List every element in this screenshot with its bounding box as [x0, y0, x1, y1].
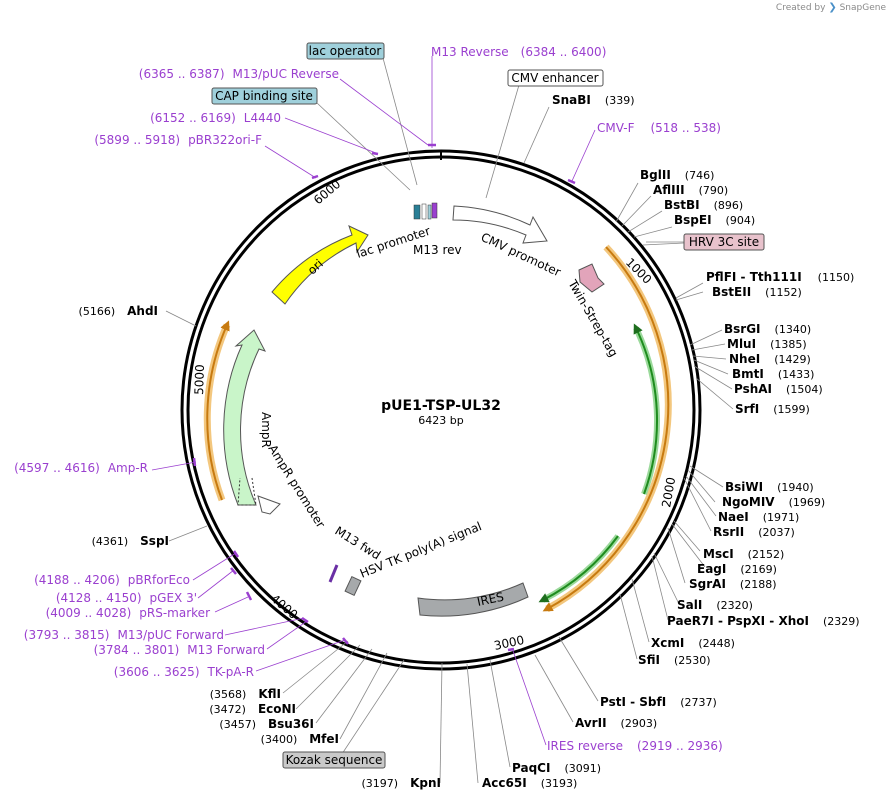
cap-binding-label: CAP binding site: [215, 89, 313, 103]
green-arc-bottom: [538, 535, 619, 603]
primer-marks: [192, 143, 576, 652]
primer-pgex-3: (4128 .. 4150)pGEX 3': [56, 591, 197, 605]
ampr-promoter-label: AmpR promoter: [265, 442, 327, 530]
enzyme-bspei: BspEI(904): [674, 213, 755, 227]
kozak-box: [282, 751, 386, 769]
hrv-3c-label: HRV 3C site: [689, 235, 759, 249]
enzyme-naei: NaeI(1971): [718, 510, 799, 524]
enzyme-kpni: (3197)KpnI: [362, 776, 441, 790]
lac-operator-label: lac operator: [309, 44, 382, 58]
primer-labels: M13 Reverse(6384 .. 6400) (6365 .. 6387)…: [14, 45, 723, 753]
primer-amp-r: (4597 .. 4616)Amp-R: [14, 461, 148, 475]
twin-strep-feature: [578, 263, 605, 293]
hsv-tk-polya-feature: [344, 575, 362, 597]
enzyme-aflii: AflIII(790): [653, 183, 728, 197]
enzyme-bsteii: BstEII(1152): [712, 285, 802, 299]
kozak-label: Kozak sequence: [286, 753, 383, 767]
enzyme-psti-sbfi: PstI - SbfI(2737): [600, 695, 717, 709]
enzyme-srfi: SrfI(1599): [735, 402, 810, 416]
m13-fwd-feature: [328, 564, 339, 583]
snapgene-watermark: Created by ❯ SnapGene: [776, 2, 886, 13]
enzyme-econi: (3472)EcoNI: [209, 702, 296, 716]
backbone-features: [203, 244, 672, 613]
ampr-feature: [223, 329, 267, 506]
primer-prs-marker: (4009 .. 4028)pRS-marker: [46, 606, 210, 620]
ires-label: IRES: [476, 590, 505, 609]
primer-m13-reverse: M13 Reverse(6384 .. 6400): [431, 45, 606, 59]
enzyme-avrii: AvrII(2903): [575, 716, 657, 730]
boxed-labels: lac operator CMV enhancer CAP binding si…: [211, 42, 765, 769]
primer-ires-reverse: IRES reverse(2919 .. 2936): [547, 739, 723, 753]
watermark-prefix: Created by: [775, 3, 826, 13]
cmv-promoter-label: CMV promoter: [479, 230, 563, 279]
ampr-promoter-arrow: [257, 495, 281, 515]
primer-tk-pa-r: (3606 .. 3625)TK-pA-R: [114, 665, 254, 679]
cap-binding-box: [211, 87, 318, 105]
enzyme-labels-left: (5166)AhdI (4361)SspI (3568)KflI (3472)E…: [79, 304, 441, 790]
tick-6000: 6000: [311, 177, 343, 207]
ampr-label: AmpR: [259, 412, 273, 448]
tick-3000: 3000: [493, 633, 526, 653]
enzyme-mfei: (3400)MfeI: [261, 732, 339, 746]
enzyme-bglii: BglII(746): [640, 168, 714, 182]
m13-rev-label: M13 rev: [413, 243, 462, 257]
ori-feature: [271, 225, 369, 305]
cmv-enhancer-box: [507, 69, 604, 87]
plasmid-size: 6423 bp: [418, 414, 463, 427]
green-arc-right: [633, 323, 658, 495]
primer-pbr322ori-f: (5899 .. 5918)pBR322ori-F: [94, 133, 262, 147]
plasmid-name: pUE1-TSP-UL32: [381, 398, 501, 414]
m13-fwd-label: M13 fwd: [332, 524, 383, 563]
primer-pbrforeco: (4188 .. 4206)pBRforEco: [34, 573, 190, 587]
primer-m13-puc-forward: (3793 .. 3815)M13/pUC Forward: [24, 628, 224, 642]
enzyme-labels-right: SnaBI(339) BglII(746) AflIII(790) BstBI(…: [482, 93, 860, 790]
cmv-promoter-feature: [452, 205, 548, 244]
hrv-3c-box: [683, 233, 765, 251]
enzyme-bmti: BmtI(1433): [732, 367, 814, 381]
tick-5000: 5000: [192, 364, 207, 395]
cmv-enhancer-label: CMV enhancer: [511, 71, 598, 85]
enzyme-snabi: SnaBI(339): [552, 93, 635, 107]
enzyme-kfli: (3568)KflI: [210, 687, 281, 701]
enzyme-bstbi: BstBI(896): [664, 198, 743, 212]
enzyme-sspi: (4361)SspI: [92, 534, 169, 548]
enzyme-msci: MscI(2152): [703, 547, 784, 561]
orange-arc-right: [542, 246, 670, 612]
ires-feature: [417, 582, 529, 617]
enzyme-xcmi: XcmI(2448): [651, 636, 735, 650]
enzyme-eagi: EagI(2169): [697, 562, 777, 576]
enzyme-pflfi-tth111i: PflFI - Tth111I(1150): [706, 270, 854, 284]
primer-m13-forward: (3784 .. 3801)M13 Forward: [94, 643, 265, 657]
enzyme-sfii: SfiI(2530): [638, 653, 711, 667]
enzyme-acc65i: Acc65I(3193): [482, 776, 577, 790]
primer-l4440: (6152 .. 6169)L4440: [150, 111, 281, 125]
primer-m13-puc-reverse: (6365 .. 6387)M13/pUC Reverse: [139, 67, 339, 81]
enzyme-paqci: PaqCI(3091): [512, 761, 601, 775]
leader-lines: [165, 57, 764, 784]
enzyme-bsiwi: BsiWI(1940): [725, 480, 814, 494]
ampr-promoter-region: [237, 477, 257, 506]
enzyme-pshai: PshAI(1504): [734, 382, 823, 396]
orange-arc-left: [206, 320, 230, 501]
watermark-brand: SnapGene: [839, 3, 886, 13]
enzyme-nhei: NheI(1429): [729, 352, 811, 366]
enzyme-bsu36i: (3457)Bsu36I: [219, 717, 314, 731]
primer-cmv-f: CMV-F(518 .. 538): [597, 121, 721, 135]
enzyme-sgrai: SgrAI(2188): [689, 577, 776, 591]
primer-leader-lines: [151, 56, 596, 746]
enzyme-mlui: MluI(1385): [727, 337, 807, 351]
tick-2000: 2000: [659, 476, 678, 509]
enzyme-ahdi: (5166)AhdI: [79, 304, 158, 318]
enzyme-bsrgi: BsrGI(1340): [724, 322, 811, 336]
enzyme-sali: SalI(2320): [677, 598, 753, 612]
lac-elements: [413, 202, 438, 220]
enzyme-rsrii: RsrII(2037): [713, 525, 795, 539]
lac-operator-box: [306, 42, 385, 60]
enzyme-ngomiv: NgoMIV(1969): [722, 495, 825, 509]
enzyme-paer7i-pspxi-xhoi: PaeR7I - PspXI - XhoI(2329): [667, 614, 860, 628]
snapgene-logo-icon: ❯: [828, 2, 837, 13]
